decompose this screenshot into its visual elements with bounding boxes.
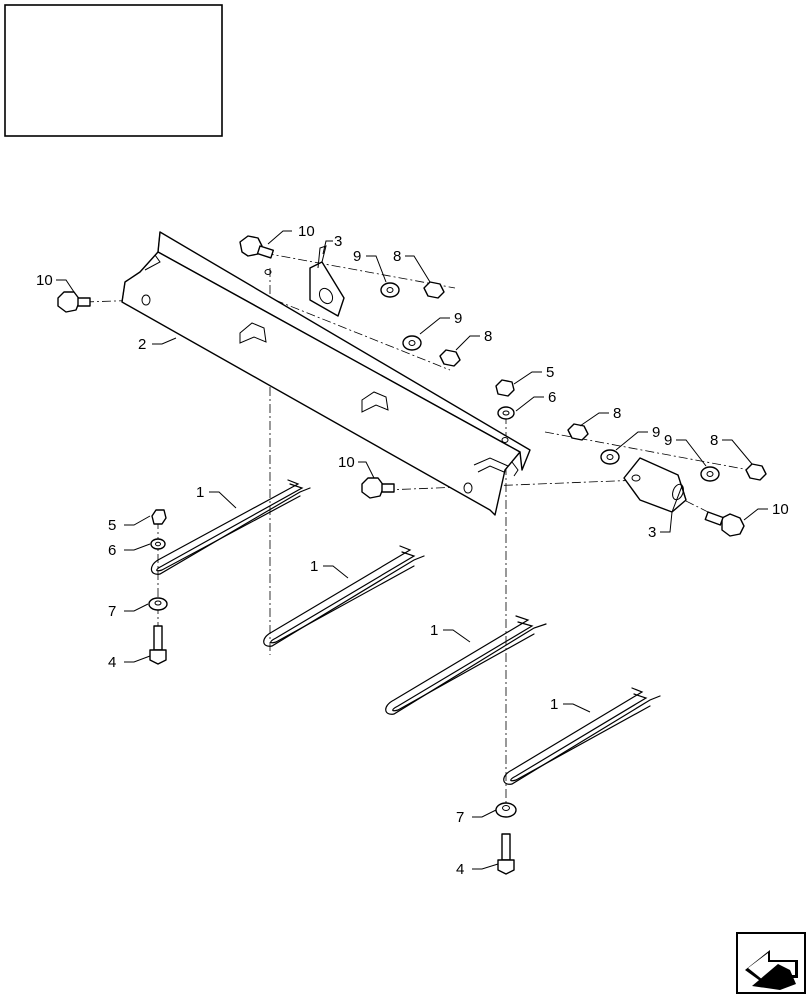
hairpin-rod-2 <box>263 545 425 647</box>
bolt-10-left <box>57 291 91 313</box>
nut-8-right-a <box>567 423 589 441</box>
nut-5-left <box>151 509 167 525</box>
callout-7: 7 <box>108 603 116 620</box>
nut-8-right-b <box>745 463 767 481</box>
callout-4: 4 <box>108 654 116 671</box>
washer-7-left <box>148 597 168 611</box>
callout-8: 8 <box>613 405 621 422</box>
callout-9: 9 <box>353 248 361 265</box>
callout-1: 1 <box>550 696 558 713</box>
callout-9: 9 <box>454 310 462 327</box>
washer-9-upper <box>380 282 400 298</box>
callout-1: 1 <box>430 622 438 639</box>
washer-7-right <box>495 802 517 818</box>
callout-leaders <box>56 230 768 870</box>
bolt-10-upper <box>239 235 275 259</box>
callout-10: 10 <box>338 454 355 471</box>
callout-8: 8 <box>710 432 718 449</box>
hairpin-rod-1 <box>150 479 311 575</box>
nut-8-lower <box>439 349 461 367</box>
callout-1: 1 <box>310 558 318 575</box>
bolt-4-right <box>497 833 515 875</box>
callout-3: 3 <box>334 233 342 250</box>
washer-6-rail <box>497 406 515 420</box>
callout-9: 9 <box>664 432 672 449</box>
nut-5-rail <box>495 379 515 397</box>
washer-6-left <box>150 538 166 550</box>
alignment-lines <box>84 249 761 810</box>
callout-labels: 10 3 9 8 10 2 9 8 5 6 8 9 9 8 10 10 3 1 … <box>36 223 789 878</box>
callout-8: 8 <box>484 328 492 345</box>
callout-4: 4 <box>456 861 464 878</box>
callout-1: 1 <box>196 484 204 501</box>
right-bracket <box>623 457 687 513</box>
callout-2: 2 <box>138 336 146 353</box>
title-box <box>4 4 223 137</box>
hairpin-rod-4 <box>503 687 661 785</box>
callout-6: 6 <box>108 542 116 559</box>
callout-7: 7 <box>456 809 464 826</box>
nut-8-upper <box>423 281 445 299</box>
washer-9-right-b <box>700 466 720 482</box>
callout-9: 9 <box>652 424 660 441</box>
washer-9-lower <box>402 335 422 351</box>
washer-9-right-a <box>600 449 620 465</box>
bolt-4-left <box>149 625 167 665</box>
callout-5: 5 <box>108 517 116 534</box>
callout-8: 8 <box>393 248 401 265</box>
callout-3: 3 <box>648 524 656 541</box>
upper-bracket <box>309 245 345 317</box>
callout-6: 6 <box>548 389 556 406</box>
callout-10: 10 <box>36 272 53 289</box>
callout-5: 5 <box>546 364 554 381</box>
hairpin-rod-3 <box>385 615 547 715</box>
next-page-arrow-icon[interactable] <box>736 932 806 994</box>
bolt-10-middle <box>361 477 395 499</box>
rail-bracket <box>121 231 531 516</box>
callout-10: 10 <box>298 223 315 240</box>
bolt-10-right <box>704 511 745 537</box>
callout-10: 10 <box>772 501 789 518</box>
